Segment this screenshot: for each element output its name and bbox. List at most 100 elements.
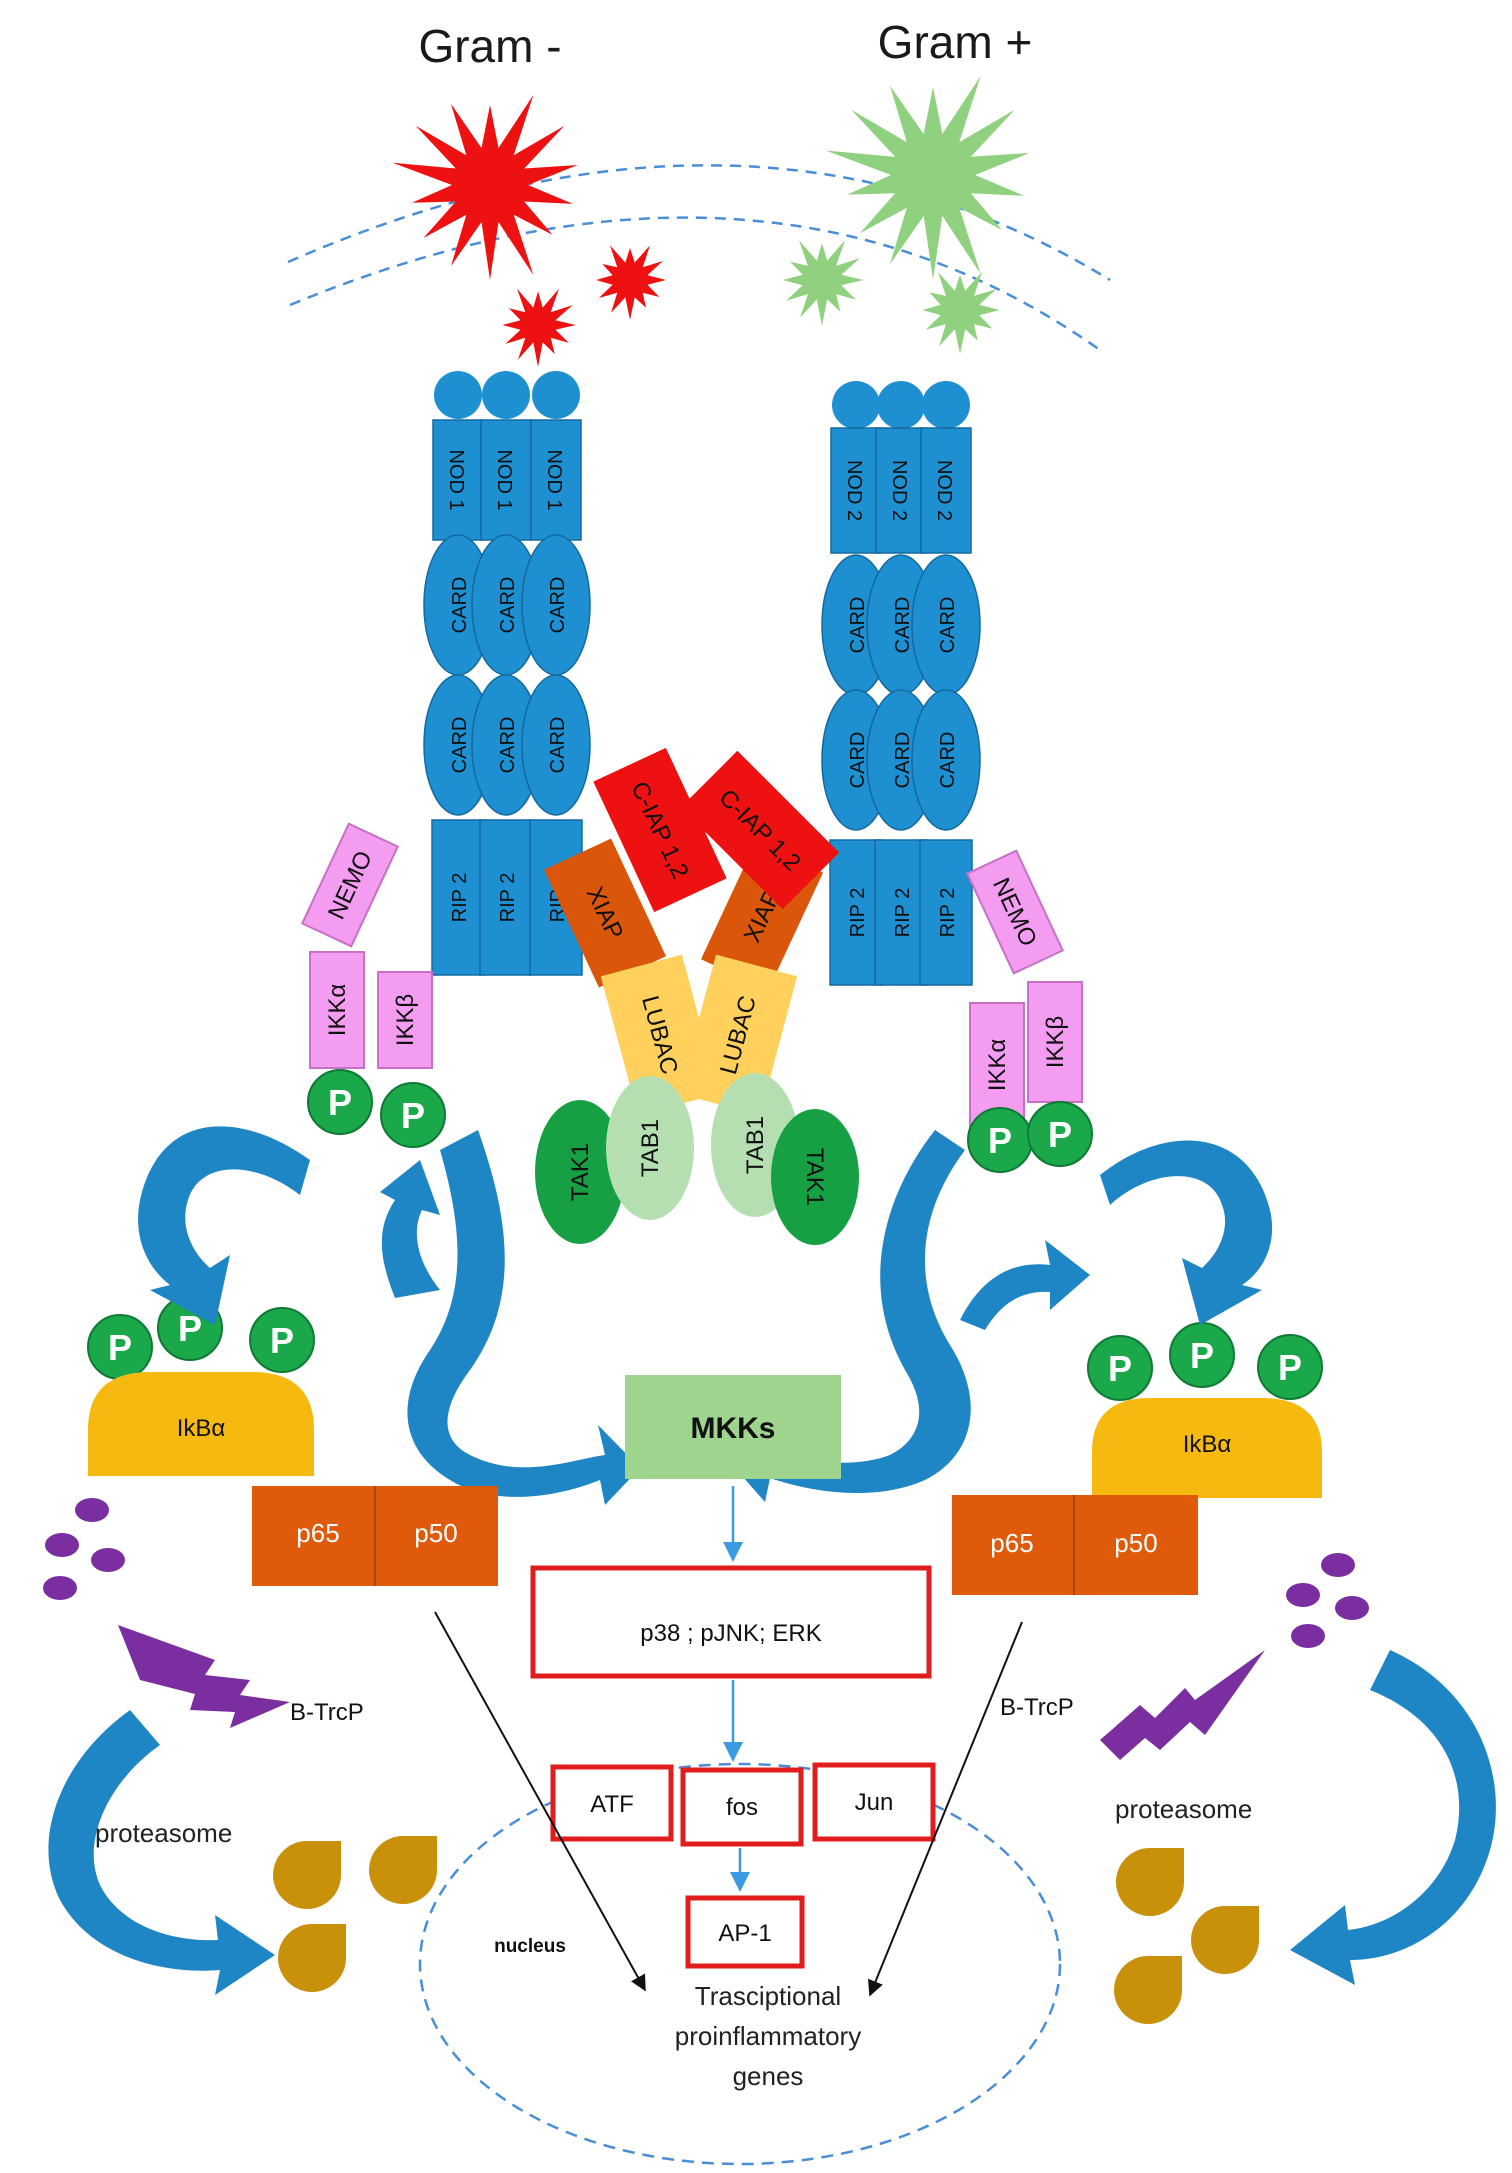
lightning-bolt-right-icon xyxy=(1100,1650,1265,1760)
gram-negative-bacterium-small-2 xyxy=(502,288,576,367)
nfkb-right: p65 p50 xyxy=(952,1495,1198,1595)
card-label: CARD xyxy=(497,717,519,774)
phosphate-label: P xyxy=(108,1327,132,1368)
gram-positive-bacterium-small-1 xyxy=(782,240,864,326)
gram-negative-bacterium-small-1 xyxy=(596,245,666,320)
xiap-left: XIAP xyxy=(543,838,667,988)
p50-label: p50 xyxy=(1114,1528,1157,1558)
gram-positive-title: Gram + xyxy=(878,16,1033,68)
arrow-ikk-to-ikba-right xyxy=(1100,1140,1273,1325)
nod-label: NOD 1 xyxy=(543,449,565,510)
receptor-head xyxy=(877,381,925,429)
tak1-right: TAK1 xyxy=(771,1109,859,1245)
phosphate-label: P xyxy=(1048,1114,1072,1155)
ubiquitin-dots-left xyxy=(43,1498,125,1600)
btrcp-label-right: B-TrcP xyxy=(1000,1694,1074,1721)
svg-text:ATF: ATF xyxy=(590,1791,634,1818)
fos-box: fos xyxy=(680,1767,804,1847)
p65-label: p65 xyxy=(990,1528,1033,1558)
card-label: CARD xyxy=(847,597,869,654)
phosphate-label: P xyxy=(1278,1347,1302,1388)
bacteria-stars xyxy=(392,75,1030,367)
gram-negative-title: Gram - xyxy=(418,20,561,72)
jun-box: Jun xyxy=(812,1762,936,1842)
arrow-nfkb-right-to-genes xyxy=(868,1621,1023,1997)
mkks-box: MKKs xyxy=(625,1375,841,1479)
card-label: CARD xyxy=(847,732,869,789)
lightning-bolt-left-icon xyxy=(118,1625,290,1728)
gram-positive-bacterium-large xyxy=(825,75,1030,280)
svg-text:p38 ; pJNK; ERK: p38 ; pJNK; ERK xyxy=(640,1620,821,1647)
card-label: CARD xyxy=(547,717,569,774)
tak1-left: TAK1 xyxy=(535,1100,625,1244)
phosphate-label: P xyxy=(401,1095,425,1136)
card-label: CARD xyxy=(497,577,519,634)
arrow-right-to-proteasome xyxy=(1290,1650,1496,1985)
phosphate-icon: P xyxy=(380,1082,446,1148)
rip2-domain xyxy=(829,839,883,986)
genes-line-2: proinflammatory xyxy=(675,2021,861,2051)
nemo-left: NEMO xyxy=(300,822,400,948)
receptor-head xyxy=(922,381,970,429)
proteasome-subunit xyxy=(369,1836,437,1904)
ap1-box: AP-1 xyxy=(685,1895,805,1969)
svg-text:IKKα: IKKα xyxy=(984,1039,1011,1092)
phosphate-label: P xyxy=(1190,1335,1214,1376)
membrane-inner-arc xyxy=(289,216,1101,352)
nucleus-label: nucleus xyxy=(494,1936,566,1957)
ikka-left: IKKα xyxy=(309,951,365,1069)
arrow-left-to-mkks xyxy=(407,1130,640,1505)
gram-positive-bacterium-small-2 xyxy=(922,271,1000,354)
proteasome-right xyxy=(1114,1848,1259,2024)
svg-text:TAB1: TAB1 xyxy=(742,1116,769,1174)
phosphate-label: P xyxy=(270,1320,294,1361)
phosphate-icon: P xyxy=(87,1314,153,1380)
svg-text:AP-1: AP-1 xyxy=(718,1920,771,1947)
nemo-right: NEMO xyxy=(965,849,1065,975)
phosphate-icon: P xyxy=(307,1069,373,1135)
svg-text:TAK1: TAK1 xyxy=(801,1148,828,1206)
svg-text:MKKs: MKKs xyxy=(690,1412,775,1445)
ikba-left: IkBα xyxy=(88,1372,314,1476)
rip2-label: RIP 2 xyxy=(449,873,471,923)
nod-domain xyxy=(432,419,484,541)
arrow-nfkb-left-to-genes xyxy=(434,1611,646,1992)
phosphate-label: P xyxy=(328,1082,352,1123)
svg-text:TAK1: TAK1 xyxy=(567,1143,594,1201)
btrcp-label-left: B-TrcP xyxy=(290,1699,364,1726)
card-label: CARD xyxy=(892,732,914,789)
ikba-right: IkBα xyxy=(1092,1398,1322,1498)
proteasome-subunit xyxy=(1116,1848,1184,1916)
nod-domain xyxy=(920,427,972,554)
ikkb-left: IKKβ xyxy=(377,971,433,1069)
blue-curved-arrows xyxy=(48,1126,1496,1995)
p50-label: p50 xyxy=(414,1518,457,1548)
ikkb-right: IKKβ xyxy=(1027,981,1083,1103)
arrow-right-feedback xyxy=(960,1240,1090,1330)
nod-label: NOD 1 xyxy=(445,449,467,510)
card-label: CARD xyxy=(937,732,959,789)
svg-text:IKKβ: IKKβ xyxy=(392,994,419,1047)
phosphate-icon: P xyxy=(1257,1334,1323,1400)
card-domain xyxy=(521,674,591,816)
rip2-label: RIP 2 xyxy=(892,888,914,938)
card-label: CARD xyxy=(892,597,914,654)
proteasome-subunit xyxy=(1191,1906,1259,1974)
receptor-head xyxy=(482,371,530,419)
proteasome-label-left: proteasome xyxy=(95,1818,232,1848)
genes-line-1: Trasciptional xyxy=(695,1981,841,2011)
atf-box: ATF xyxy=(550,1764,674,1842)
phosphate-label: P xyxy=(1108,1348,1132,1389)
card-label: CARD xyxy=(547,577,569,634)
nod-label: NOD 2 xyxy=(843,460,865,521)
p65-label: p65 xyxy=(296,1518,339,1548)
receptor-head xyxy=(532,371,580,419)
lubac-right: LUBAC xyxy=(678,954,798,1116)
phosphate-icon: P xyxy=(967,1107,1033,1173)
phosphate-icon: P xyxy=(249,1307,315,1373)
nod-label: NOD 1 xyxy=(493,449,515,510)
phosphate-icon: P xyxy=(1169,1322,1235,1388)
